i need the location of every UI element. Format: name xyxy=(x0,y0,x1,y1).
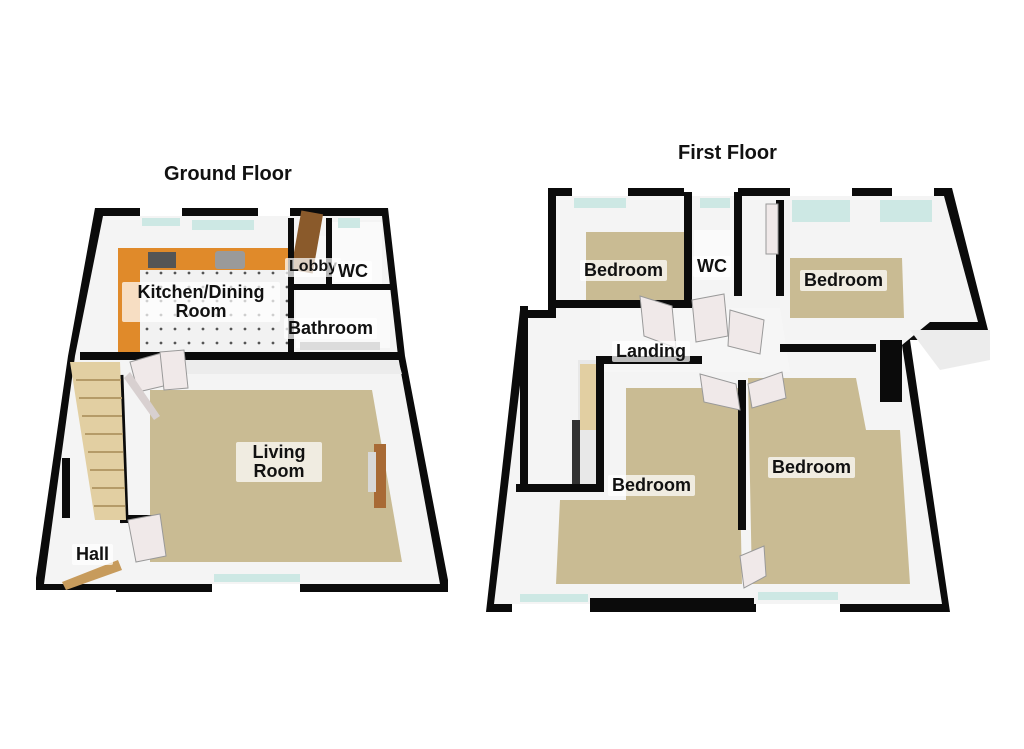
door xyxy=(739,545,767,589)
door xyxy=(699,373,741,411)
door xyxy=(691,293,729,343)
room-label-living-room: Living Room xyxy=(236,442,322,482)
door xyxy=(727,309,765,355)
room-label-ground-wc: WC xyxy=(334,261,372,282)
first-floor-plan xyxy=(486,188,990,612)
kitchen-worktop xyxy=(118,248,290,270)
door xyxy=(159,349,189,391)
tv-unit xyxy=(374,444,386,508)
room-label-line: Living xyxy=(252,442,306,462)
room-label-kitchen-dining: Kitchen/Dining Room xyxy=(122,282,280,322)
room-label-line: Room xyxy=(175,300,227,321)
room-label-bedroom-2: Bedroom xyxy=(800,270,888,291)
door xyxy=(124,372,160,420)
kitchen-window xyxy=(142,218,180,226)
ground-floor-stairs xyxy=(70,362,126,520)
floor-title-ground: Ground Floor xyxy=(164,163,292,185)
front-door xyxy=(62,560,122,590)
room-label-landing: Landing xyxy=(612,341,690,362)
room-label-hall: Hall xyxy=(72,544,114,565)
room-label-bedroom-1: Bedroom xyxy=(580,260,668,281)
room-label-bathroom: Bathroom xyxy=(284,318,377,339)
living-room-window xyxy=(214,574,300,582)
bedroom-4-floor xyxy=(748,378,910,584)
first-floor-stairs xyxy=(580,364,596,430)
room-label-bedroom-3: Bedroom xyxy=(608,475,696,496)
room-label-lobby: Lobby xyxy=(285,258,341,277)
room-label-first-wc: WC xyxy=(693,256,731,277)
door xyxy=(127,513,167,563)
floor-title-first: First Floor xyxy=(678,142,777,164)
room-label-line: Kitchen/Dining xyxy=(137,282,265,302)
room-label-bedroom-4: Bedroom xyxy=(768,457,856,478)
ground-floor-plan xyxy=(36,208,448,592)
room-label-line: Room xyxy=(253,460,305,481)
door xyxy=(747,371,787,409)
